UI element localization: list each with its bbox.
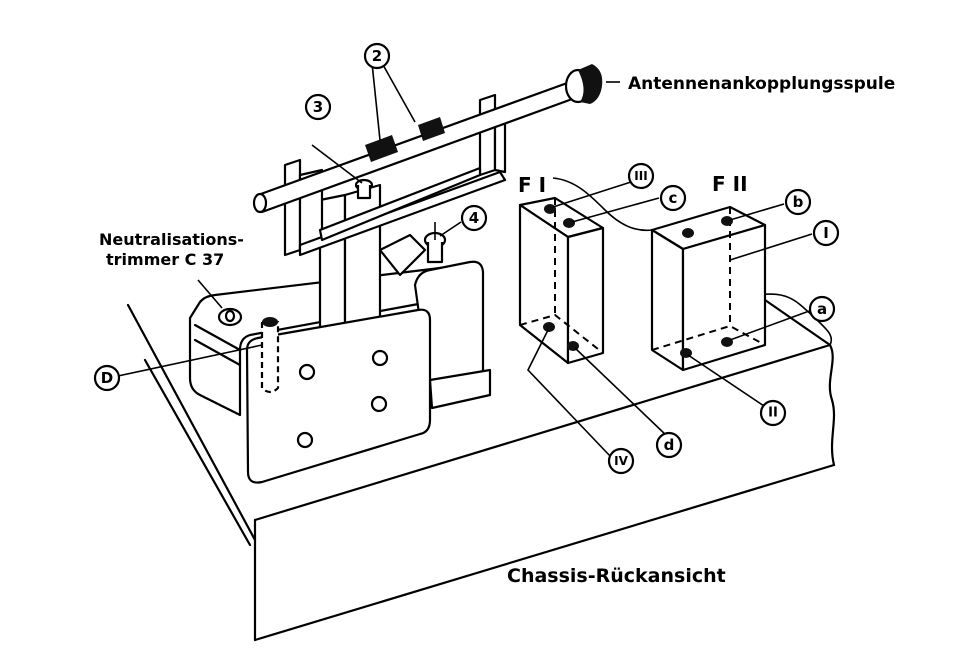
front-plate [245, 308, 432, 484]
antenna-coil-label: Antennenankopplungsspule [628, 74, 895, 94]
svg-text:3: 3 [313, 98, 323, 116]
callout-2: 2 [363, 42, 391, 70]
trimmer-label-line1: Neutralisations- [99, 230, 244, 249]
svg-text:2: 2 [372, 47, 382, 65]
callout-d: d [655, 431, 683, 459]
chassis-base [126, 293, 836, 642]
trimmer-label-line2: trimmer C 37 [106, 250, 224, 269]
callout-3: 3 [304, 93, 332, 121]
svg-text:c: c [669, 189, 678, 207]
diagram-title: Chassis-Rückansicht [507, 565, 726, 587]
svg-text:d: d [664, 436, 675, 454]
screw-4 [423, 222, 447, 264]
filter-f2-label: F II [712, 172, 748, 196]
svg-text:II: II [768, 406, 778, 421]
coil-rod [252, 64, 603, 214]
screw-3 [354, 178, 374, 200]
svg-text:4: 4 [469, 209, 479, 227]
svg-text:a: a [817, 300, 827, 318]
callout-b: b [784, 188, 812, 216]
filter-f2 [650, 205, 767, 372]
filter-f1 [518, 196, 605, 365]
callout-a: a [808, 295, 836, 323]
callout-4: 4 [460, 204, 488, 232]
svg-text:IV: IV [614, 454, 628, 468]
svg-text:D: D [101, 369, 113, 387]
svg-text:b: b [793, 193, 804, 211]
callout-D: D [93, 364, 121, 392]
trimmer-c37 [197, 279, 243, 327]
callout-c: c [659, 184, 687, 212]
callout-I: I [812, 219, 840, 247]
callout-III: III [627, 162, 655, 190]
svg-text:III: III [634, 169, 647, 183]
filter-f1-label: F I [518, 173, 546, 197]
leader-lines [117, 62, 813, 458]
svg-text:I: I [823, 224, 829, 242]
callout-II: II [759, 399, 787, 427]
coil-bracket [283, 93, 507, 257]
callout-IV: IV [607, 447, 635, 475]
